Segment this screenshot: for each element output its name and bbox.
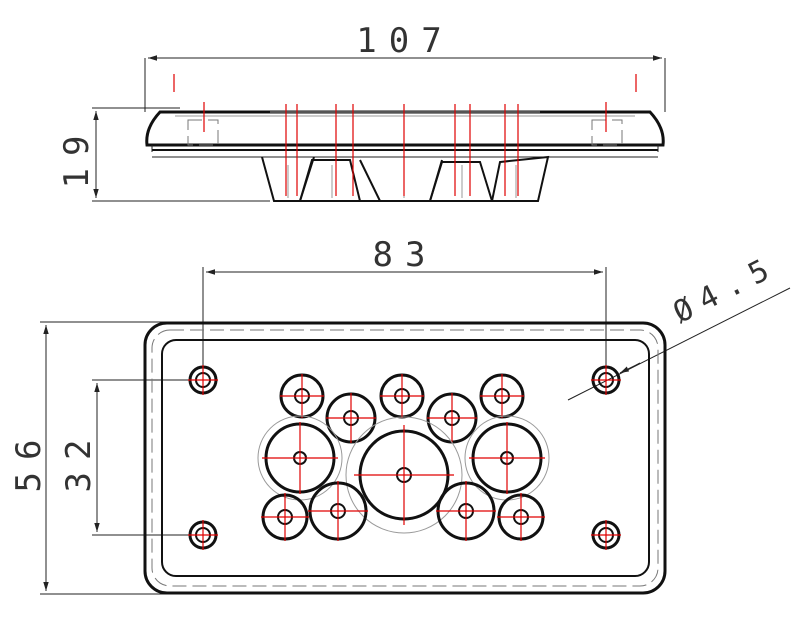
dimension-hole-diameter: Ø4.5 <box>668 248 784 330</box>
grommet <box>479 373 525 419</box>
top-view: 83 56 32 Ø4.5 <box>9 235 791 595</box>
grommet <box>325 392 377 444</box>
plate-hidden-outline <box>151 329 659 587</box>
plate-inner-outline <box>161 339 650 577</box>
plate-outer-outline <box>143 321 667 595</box>
grommet <box>379 373 425 419</box>
grommet <box>497 493 545 541</box>
side-view: 107 19 <box>57 21 666 202</box>
dimension-overall-width: 56 <box>9 428 49 493</box>
diameter-leader-line <box>567 287 791 401</box>
plate-outline <box>145 110 665 147</box>
cable-glands-profile <box>261 155 550 202</box>
grommet <box>464 415 550 501</box>
mounting-hole-bottom-left <box>188 520 218 550</box>
grommet-center <box>345 416 463 534</box>
grommet <box>426 392 478 444</box>
grommet <box>261 493 309 541</box>
dimension-hole-spacing-y: 32 <box>59 428 99 493</box>
dimension-height: 19 <box>57 124 97 189</box>
grommet <box>436 481 496 541</box>
cable-entry-grommets <box>257 373 550 541</box>
mounting-hole-top-right <box>591 365 621 395</box>
dimension-hole-spacing-x: 83 <box>373 235 438 275</box>
mounting-hole-bottom-right <box>591 520 621 550</box>
grommet <box>308 481 368 541</box>
mounting-hole-top-left <box>188 365 218 395</box>
dimension-overall-length: 107 <box>356 21 453 61</box>
side-view-centerlines <box>173 74 637 196</box>
grommet <box>257 415 343 501</box>
plate-hidden-features <box>175 111 635 146</box>
mounting-holes <box>188 365 621 550</box>
grommet <box>279 373 325 419</box>
